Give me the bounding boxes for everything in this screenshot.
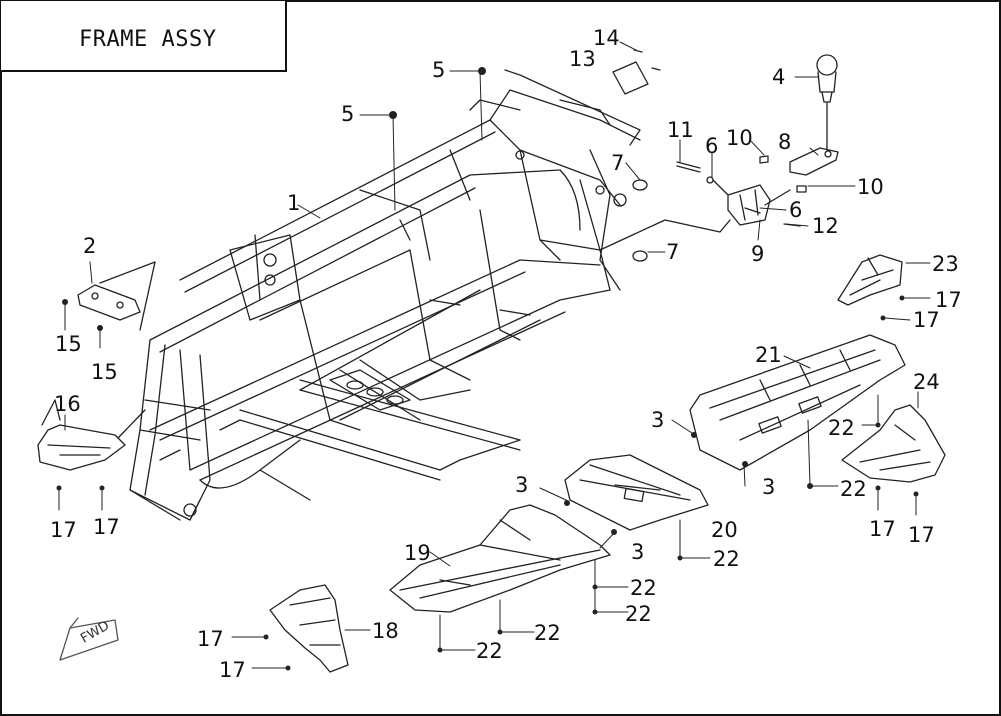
callout-label-c23: 23 — [932, 252, 959, 276]
callout-label-c6b: 6 — [789, 198, 803, 222]
fwd-arrow-icon — [59, 617, 119, 661]
callout-label-c2: 2 — [83, 234, 97, 258]
callout-label-c16: 16 — [54, 392, 81, 416]
callout-label-c17c: 17 — [50, 518, 77, 542]
skid-plate-part-23 — [837, 254, 903, 306]
callout-leaders — [58, 41, 931, 669]
callout-label-c3d: 3 — [631, 540, 645, 564]
callout-label-c3a: 3 — [651, 408, 665, 432]
callout-label-c22a: 22 — [828, 416, 855, 440]
skid-plate-part-24 — [841, 404, 946, 483]
callout-label-c3c: 3 — [515, 473, 529, 497]
mud-guard-part-18 — [269, 584, 349, 673]
callout-label-c17f: 17 — [908, 523, 935, 547]
callout-label-c15b: 15 — [91, 360, 118, 384]
skid-plate-part-21 — [689, 334, 906, 471]
callout-label-c5b: 5 — [341, 102, 355, 126]
main-frame-part — [129, 69, 641, 521]
callout-label-c4: 4 — [772, 65, 786, 89]
callout-label-c17e: 17 — [869, 517, 896, 541]
callout-label-c17h: 17 — [219, 658, 246, 682]
callout-label-c11: 11 — [667, 118, 694, 142]
callout-label-c3b: 3 — [762, 475, 776, 499]
callout-label-c21: 21 — [755, 343, 782, 367]
callout-label-c22e: 22 — [625, 602, 652, 626]
callout-label-c17a: 17 — [935, 288, 962, 312]
callout-label-c13: 13 — [569, 47, 596, 71]
callout-label-c12: 12 — [812, 214, 839, 238]
callout-label-c22b: 22 — [840, 477, 867, 501]
skid-plate-part-19 — [389, 504, 611, 613]
callout-label-c9: 9 — [751, 242, 765, 266]
callout-label-c15a: 15 — [55, 332, 82, 356]
callout-label-c10b: 10 — [857, 175, 884, 199]
callout-label-c5a: 5 — [432, 58, 446, 82]
callout-label-c18: 18 — [372, 619, 399, 643]
callout-label-c22d: 22 — [630, 576, 657, 600]
callout-label-c19: 19 — [404, 541, 431, 565]
callout-label-c17b: 17 — [913, 308, 940, 332]
guard-part-16 — [37, 399, 146, 471]
callout-label-c24: 24 — [913, 370, 940, 394]
callout-label-c22g: 22 — [476, 639, 503, 663]
callout-label-c22c: 22 — [713, 547, 740, 571]
callout-label-c17d: 17 — [93, 515, 120, 539]
callout-label-c10a: 10 — [726, 126, 753, 150]
callout-label-c20: 20 — [711, 518, 738, 542]
callout-label-c22f: 22 — [534, 621, 561, 645]
callout-label-c6a: 6 — [705, 134, 719, 158]
bracket-part-2 — [77, 261, 156, 331]
skid-plate-part-20 — [564, 454, 709, 531]
callout-label-c7b: 7 — [666, 240, 680, 264]
hitch-assembly-parts — [599, 49, 839, 262]
callout-label-c7a: 7 — [611, 151, 625, 175]
callout-label-c17g: 17 — [197, 627, 224, 651]
callout-label-c1: 1 — [287, 191, 301, 215]
title-box: FRAME ASSY — [1, 1, 287, 72]
callout-label-c8: 8 — [778, 130, 792, 154]
callout-label-c14: 14 — [593, 26, 620, 50]
diagram-title: FRAME ASSY — [79, 27, 217, 52]
fastener-markers — [56, 67, 919, 671]
